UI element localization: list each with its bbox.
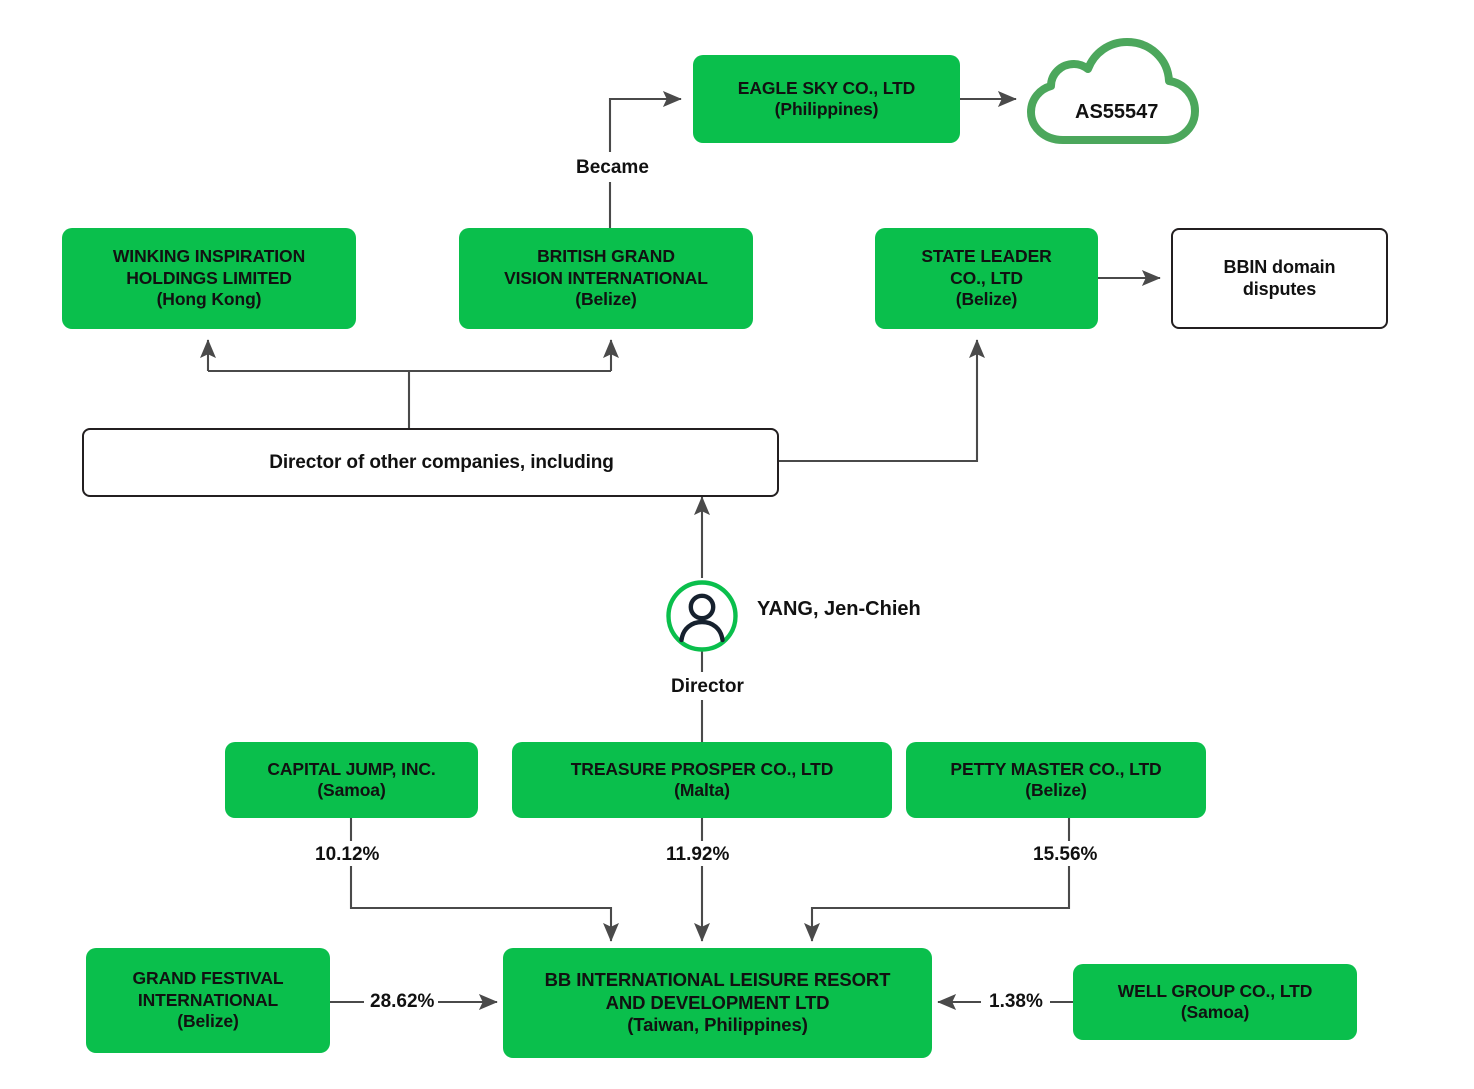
edge-label-well-group-percent: 1.38% [985, 991, 1047, 1013]
node-winking-inspiration-line1: WINKING INSPIRATION [112, 246, 306, 267]
node-bbin-domain-disputes-line2: disputes [1242, 278, 1317, 299]
node-state-leader[interactable]: STATE LEADER CO., LTD (Belize) [875, 228, 1098, 329]
edge-label-grand-festival-percent: 28.62% [366, 991, 439, 1013]
edge-label-treasure-prosper-percent: 11.92% [662, 844, 734, 866]
node-british-grand-vision-line1: BRITISH GRAND [537, 246, 675, 267]
node-british-grand-vision-jurisdiction: (Belize) [575, 289, 637, 310]
node-bb-international[interactable]: BB INTERNATIONAL LEISURE RESORT AND DEVE… [503, 948, 932, 1058]
node-capital-jump-title: CAPITAL JUMP, INC. [267, 758, 436, 779]
node-grand-festival-jurisdiction: (Belize) [177, 1011, 239, 1032]
person-name-label: YANG, Jen-Chieh [757, 598, 921, 620]
node-director-of-other-companies-label: Director of other companies, including [269, 451, 614, 473]
node-winking-inspiration-line2: HOLDINGS LIMITED [126, 267, 292, 288]
node-bb-international-line1: BB INTERNATIONAL LEISURE RESORT [544, 969, 891, 991]
node-capital-jump[interactable]: CAPITAL JUMP, INC. (Samoa) [225, 742, 478, 818]
node-director-of-other-companies[interactable]: Director of other companies, including [82, 428, 779, 497]
node-capital-jump-jurisdiction: (Samoa) [317, 780, 386, 800]
node-bbin-domain-disputes-line1: BBIN domain [1223, 256, 1336, 277]
node-british-grand-vision[interactable]: BRITISH GRAND VISION INTERNATIONAL (Beli… [459, 228, 753, 329]
node-petty-master-title: PETTY MASTER CO., LTD [950, 758, 1162, 779]
node-state-leader-line1: STATE LEADER [921, 246, 1052, 267]
edge-petty-master-to-bb [804, 866, 1071, 942]
person-role-label: Director [667, 676, 748, 698]
node-bb-international-line2: AND DEVELOPMENT LTD [605, 991, 830, 1013]
node-treasure-prosper[interactable]: TREASURE PROSPER CO., LTD (Malta) [512, 742, 892, 818]
edge-label-capital-jump-percent: 10.12% [311, 844, 384, 866]
node-well-group-title: WELL GROUP CO., LTD [1117, 980, 1313, 1001]
edge-became-to-eagle-sky [608, 91, 682, 152]
node-british-grand-vision-line2: VISION INTERNATIONAL [504, 267, 708, 288]
node-petty-master-jurisdiction: (Belize) [1025, 780, 1087, 800]
edge-label-became: Became [572, 157, 653, 179]
node-state-leader-jurisdiction: (Belize) [955, 289, 1018, 310]
node-well-group[interactable]: WELL GROUP CO., LTD (Samoa) [1073, 964, 1357, 1040]
node-eagle-sky[interactable]: EAGLE SKY CO., LTD (Philippines) [693, 55, 960, 143]
node-petty-master[interactable]: PETTY MASTER CO., LTD (Belize) [906, 742, 1206, 818]
edge-label-petty-master-percent: 15.56% [1029, 844, 1102, 866]
node-winking-inspiration[interactable]: WINKING INSPIRATION HOLDINGS LIMITED (Ho… [62, 228, 356, 329]
node-grand-festival-line2: INTERNATIONAL [137, 989, 279, 1010]
node-eagle-sky-jurisdiction: (Philippines) [774, 99, 879, 119]
node-winking-inspiration-jurisdiction: (Hong Kong) [156, 289, 262, 310]
edge-capital-jump-to-bb [349, 866, 619, 942]
node-treasure-prosper-jurisdiction: (Malta) [674, 780, 730, 800]
node-bb-international-jurisdiction: (Taiwan, Philippines) [627, 1014, 808, 1036]
person-avatar-icon[interactable] [664, 578, 740, 654]
node-grand-festival[interactable]: GRAND FESTIVAL INTERNATIONAL (Belize) [86, 948, 330, 1053]
node-grand-festival-line1: GRAND FESTIVAL [132, 968, 284, 989]
node-treasure-prosper-title: TREASURE PROSPER CO., LTD [570, 758, 834, 779]
as55547-label: AS55547 [1075, 101, 1159, 123]
edge-directorof-to-state-leader [779, 339, 985, 463]
node-bbin-domain-disputes[interactable]: BBIN domain disputes [1171, 228, 1388, 329]
node-state-leader-line2: CO., LTD [950, 267, 1023, 288]
node-eagle-sky-title: EAGLE SKY CO., LTD [737, 77, 916, 98]
node-well-group-jurisdiction: (Samoa) [1180, 1002, 1250, 1022]
